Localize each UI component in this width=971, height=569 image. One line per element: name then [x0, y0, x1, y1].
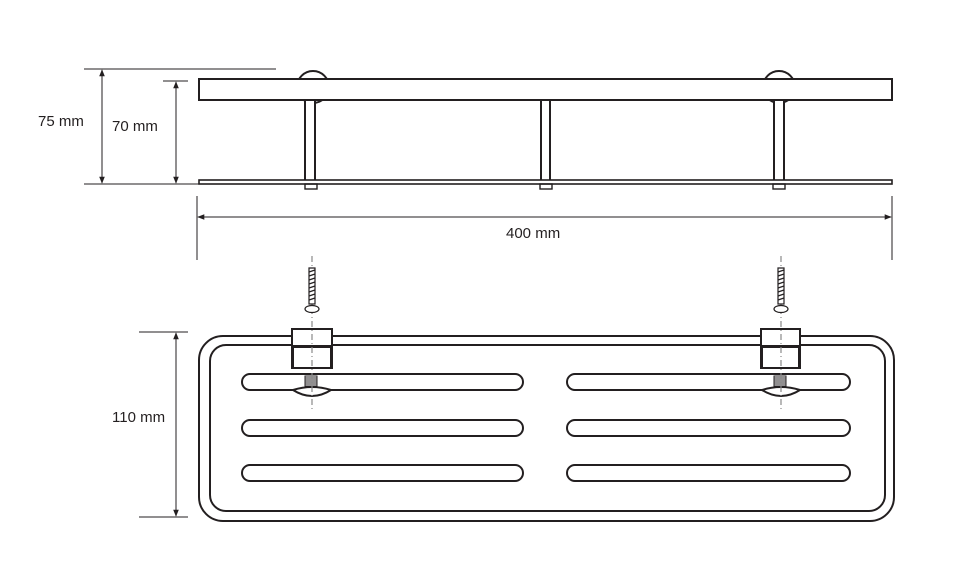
- post-right: [773, 99, 785, 183]
- slot: [566, 419, 851, 437]
- top-dimensions: [139, 331, 188, 518]
- foot-left: [304, 183, 318, 190]
- post-left: [304, 99, 316, 183]
- foot-middle: [539, 183, 553, 190]
- slot: [566, 373, 851, 391]
- length-label: 400 mm: [506, 225, 561, 242]
- top-view: [198, 256, 895, 522]
- side-view: [198, 70, 893, 190]
- support-posts: [304, 99, 785, 183]
- drain-slots: [241, 373, 851, 482]
- slot: [241, 419, 524, 437]
- side-dimensions: [84, 68, 893, 260]
- post-middle: [540, 99, 551, 183]
- tray-outer-frame: [198, 335, 895, 522]
- screw-left-icon: [304, 256, 320, 410]
- shelf-height-label: 70 mm: [112, 118, 158, 135]
- foot-right: [772, 183, 786, 190]
- screw-right-icon: [773, 256, 789, 410]
- slot: [241, 373, 524, 391]
- overall-height-label: 75 mm: [38, 113, 84, 130]
- top-rail: [198, 78, 893, 101]
- tray-inner-frame: [209, 344, 886, 512]
- slot: [566, 464, 851, 482]
- slot: [241, 464, 524, 482]
- depth-label: 110 mm: [112, 409, 166, 426]
